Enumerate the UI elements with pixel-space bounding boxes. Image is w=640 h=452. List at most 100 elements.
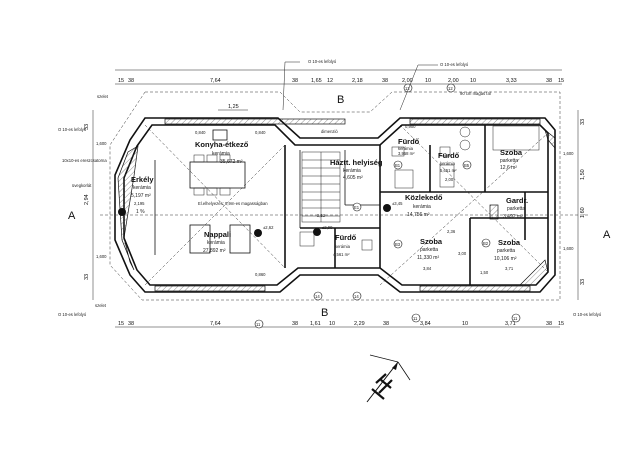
- room-name: Közlekedő: [405, 193, 443, 202]
- bottom-dimensions: 15 38 7,64 38 1,61 10 2,29 38 3,84 10 3,…: [118, 321, 564, 327]
- room-name: Fürdő: [438, 151, 460, 160]
- north-arrow-icon: [366, 354, 411, 403]
- room-name: Gardr.: [506, 196, 528, 205]
- wardrobe: [489, 125, 540, 220]
- dim-text: 7,64: [210, 321, 221, 327]
- grid-label: 14: [354, 294, 359, 299]
- room-gardr: Gardr. parketta 3,492 m²: [503, 196, 528, 220]
- grid-label: B2: [483, 241, 489, 246]
- edge-label: szelet: [95, 303, 107, 308]
- note-text: dimenzió: [321, 129, 338, 134]
- room-area: 3,958 m²: [398, 151, 415, 156]
- room-floor: parketta: [507, 206, 525, 212]
- dim-text: 15: [558, 321, 564, 327]
- room-name: Háztt. helyiség: [330, 158, 383, 167]
- section-mark-a-left: A: [68, 210, 76, 222]
- grid-label: E1: [354, 205, 360, 210]
- dim-text: 1,600: [96, 141, 107, 146]
- roof-outline: [109, 91, 561, 301]
- dim-text: 33: [580, 279, 586, 285]
- room-area: 4,605 m²: [343, 175, 363, 181]
- dim-text: 3,71: [505, 321, 516, 327]
- dim-text: 2,29: [354, 321, 365, 327]
- level-text: ±2,99: [322, 225, 333, 230]
- dim-text: 38: [292, 78, 298, 84]
- dim-text: 38: [383, 321, 389, 327]
- dim-text: 0,840: [255, 130, 266, 135]
- dim-text: 3,84: [423, 266, 432, 271]
- annotations: O 10-es lefolyó O 10-es lefolyó O 10-es …: [58, 59, 602, 317]
- level-text: ±2,62: [263, 225, 274, 230]
- room-name: Fürdő: [398, 137, 420, 146]
- interior-walls: [154, 125, 548, 285]
- gutter-label: 10x10-es ereszcsatorna: [62, 158, 107, 163]
- room-name: Szoba: [498, 238, 521, 247]
- room-area: 5,651 m²: [440, 168, 457, 173]
- room-floor: kerámia: [207, 240, 225, 246]
- grid-label: 12: [405, 86, 410, 91]
- room-furdo-2: Fürdő kerámia 5,651 m²: [438, 151, 460, 173]
- room-floor: kerámia: [343, 168, 361, 174]
- wall-hatch: [154, 285, 266, 292]
- room-nappali: Nappali kerámia 27,892 m²: [203, 230, 231, 254]
- kitchen-sink: [212, 129, 228, 141]
- top-dimension-line: [115, 69, 562, 85]
- room-area: 5,197 m²: [131, 193, 151, 199]
- dim-text: 38: [382, 78, 388, 84]
- dim-text: 15: [118, 321, 124, 327]
- room-haztart: Háztt. helyiség kerámia 4,605 m²: [330, 158, 383, 181]
- section-mark-a-right: A: [603, 229, 611, 241]
- exterior-walls: [114, 117, 556, 293]
- railing-label: üvegkorlát: [72, 183, 92, 188]
- grid-label: 11: [513, 316, 518, 321]
- room-floor: parketta: [497, 248, 515, 254]
- staircase: [301, 151, 341, 223]
- dim-text: 2,00: [402, 78, 413, 84]
- room-area: 4,561 m²: [333, 252, 350, 257]
- grid-label: 14: [315, 294, 320, 299]
- dim-text: 2,36: [447, 229, 456, 234]
- dim-text: 15: [118, 78, 124, 84]
- dim-text: 1,25: [228, 104, 239, 110]
- room-name: Szoba: [420, 237, 443, 246]
- dim-text: 7,64: [210, 78, 221, 84]
- dim-text: 1,600: [96, 254, 107, 259]
- level-text: ±3,45: [392, 201, 403, 206]
- dim-text: 1,60: [580, 207, 586, 218]
- dim-text: 38: [128, 78, 134, 84]
- dim-text: 3,84: [420, 321, 431, 327]
- room-area: 35,672 m²: [220, 159, 243, 165]
- room-floor: kerámia: [212, 151, 230, 157]
- grid-label: B5: [464, 163, 470, 168]
- grid-label: B1: [395, 163, 401, 168]
- room-area: 3,492 m²: [503, 214, 523, 220]
- room-furdo-1: Fürdő kerámia 3,958 m²: [398, 137, 420, 156]
- level-marker: [118, 204, 391, 237]
- dim-text: 15: [558, 78, 564, 84]
- dim-text: 1,65: [311, 78, 322, 84]
- dim-text: 3,33: [506, 78, 517, 84]
- grid-bubbles: 11 11 11 12 12 14 14 B1 B2 B3 B5 E1: [254, 83, 521, 329]
- grid-label: B3: [395, 242, 401, 247]
- wall-hatch: [409, 118, 541, 125]
- room-floor: kerámia: [398, 146, 414, 151]
- room-szoba-1: Szoba parketta 12,6 m²: [500, 148, 523, 171]
- room-floor: kerámia: [335, 244, 351, 249]
- dim-text: 38: [128, 321, 134, 327]
- dim-text: 0,840: [195, 130, 206, 135]
- dim-text: 1,600: [563, 246, 574, 251]
- dim-text: 2,00: [445, 177, 454, 182]
- room-erkely: Erkély kerámia 5,197 m² 2,195 1 %: [131, 175, 154, 215]
- dim-text: 1,50: [480, 270, 489, 275]
- room-area: 12,6 m²: [500, 165, 517, 171]
- room-floor: parketta: [420, 247, 438, 253]
- room-level: 2,195: [134, 201, 145, 206]
- drain-label: O 10-es lefolyó: [308, 59, 337, 64]
- room-area: 14,756 m²: [407, 212, 430, 218]
- dim-text: 10: [425, 78, 431, 84]
- drain-label: O 10-es lefolyó: [58, 312, 87, 317]
- dim-text: 2,12: [317, 213, 326, 218]
- room-name: Szoba: [500, 148, 523, 157]
- room-szoba-3: Szoba parketta 10,106 m²: [494, 238, 521, 262]
